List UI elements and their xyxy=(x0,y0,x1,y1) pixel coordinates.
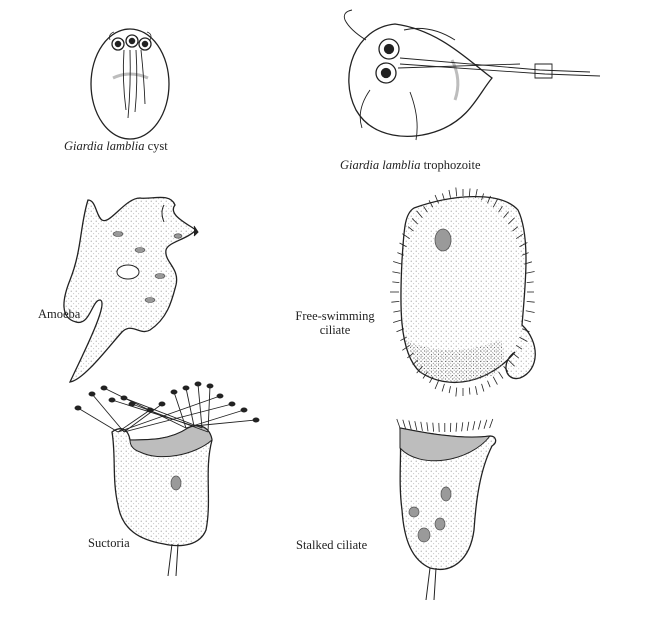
amoeba-drawing xyxy=(63,196,199,383)
free-swimming-ciliate-drawing xyxy=(390,187,536,397)
suctoria-label: Suctoria xyxy=(88,536,130,550)
giardia-trophozoite-drawing xyxy=(343,9,601,141)
giardia-trophozoite-label: Giardia lamblia trophozoite xyxy=(340,158,481,172)
amoeba-label: Amoeba xyxy=(38,307,81,321)
giardia-cyst-drawing xyxy=(90,28,170,140)
stalked-ciliate-drawing xyxy=(396,418,497,601)
giardia-cyst-label: Giardia lamblia cyst xyxy=(64,139,168,153)
suctoria-drawing xyxy=(74,381,260,577)
free-swimming-ciliate-label: Free-swimming ciliate xyxy=(295,309,375,337)
stalked-ciliate-label: Stalked ciliate xyxy=(296,538,368,552)
